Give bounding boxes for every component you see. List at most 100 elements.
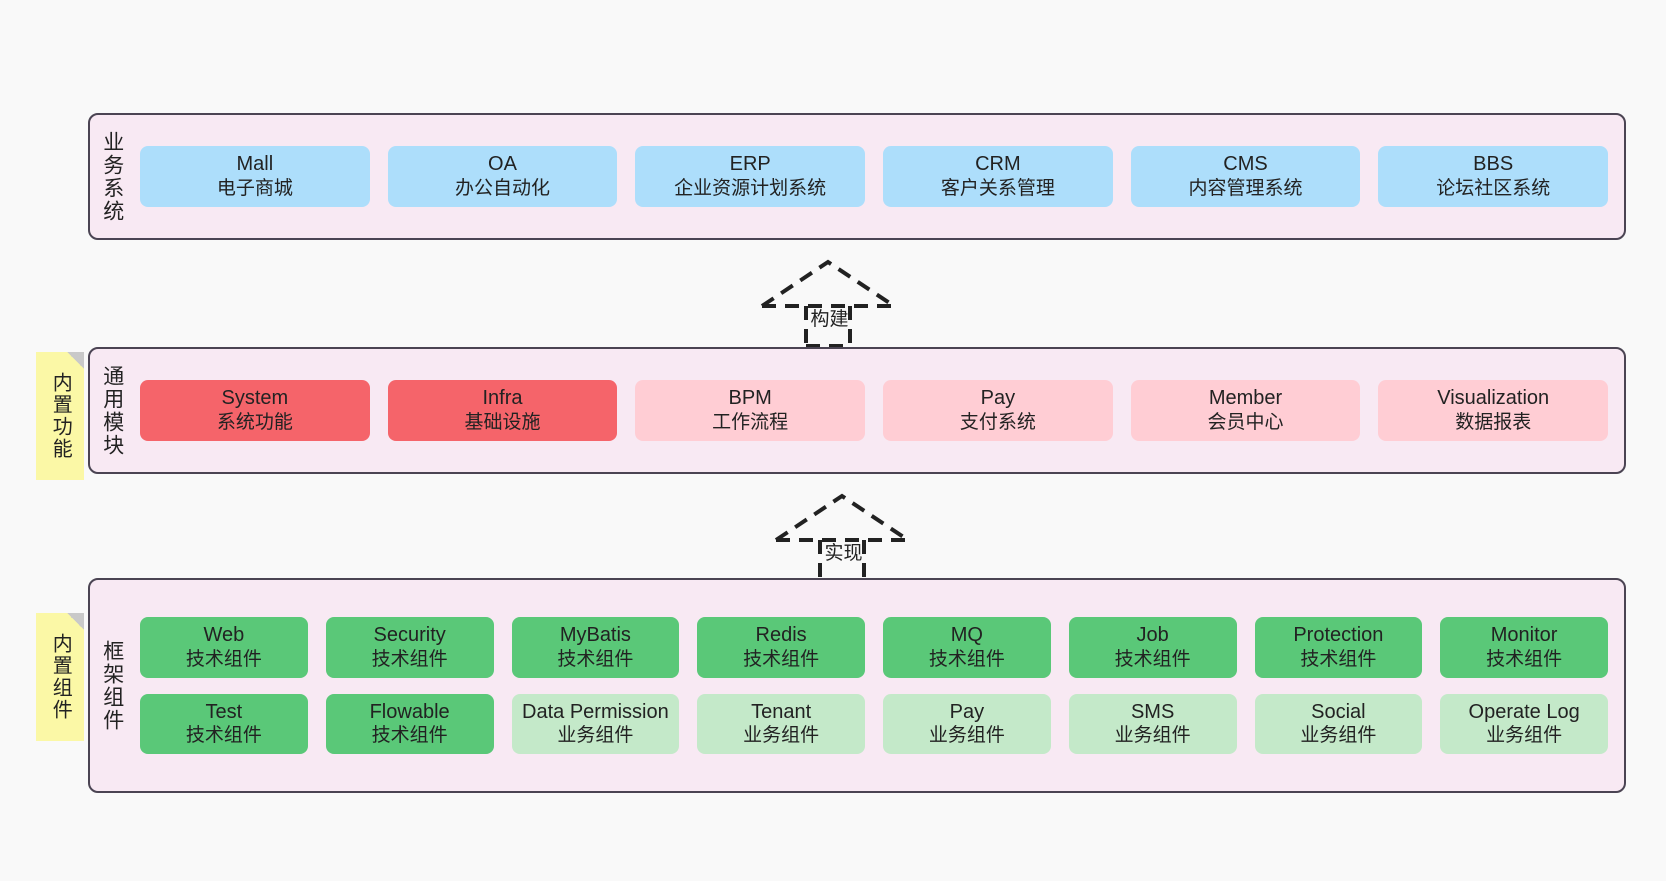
- layer-body-framework-components: Web 技术组件 Security 技术组件 MyBatis 技术组件 Redi…: [134, 580, 1624, 791]
- node-mq[interactable]: MQ 技术组件: [883, 617, 1051, 678]
- node-data-permission[interactable]: Data Permission 业务组件: [511, 693, 680, 754]
- node-title: Test: [205, 700, 243, 723]
- node-subtitle: 业务组件: [1300, 725, 1377, 747]
- node-subtitle: 业务组件: [928, 725, 1005, 747]
- node-subtitle: 技术组件: [185, 725, 262, 747]
- node-cms[interactable]: CMS 内容管理系统: [1130, 146, 1361, 207]
- node-title: MQ: [950, 624, 983, 647]
- node-title: Pay: [949, 700, 985, 723]
- layer-row: Test 技术组件 Flowable 技术组件 Data Permission …: [140, 693, 1608, 754]
- node-security[interactable]: Security 技术组件: [325, 617, 494, 678]
- node-subtitle: 业务组件: [1114, 725, 1191, 747]
- connector-build: 构建: [758, 258, 898, 348]
- node-test[interactable]: Test 技术组件: [140, 693, 308, 754]
- node-pay-component[interactable]: Pay 业务组件: [883, 693, 1051, 754]
- node-subtitle: 工作流程: [712, 412, 789, 434]
- node-erp[interactable]: ERP 企业资源计划系统: [635, 146, 866, 207]
- node-subtitle: 业务组件: [557, 725, 634, 747]
- node-subtitle: 论坛社区系统: [1436, 178, 1551, 200]
- connector-label-implement: 实现: [824, 543, 863, 564]
- note-label: 内置组件: [49, 633, 72, 721]
- node-job[interactable]: Job 技术组件: [1068, 617, 1237, 678]
- layer-row: Web 技术组件 Security 技术组件 MyBatis 技术组件 Redi…: [140, 617, 1608, 678]
- node-web[interactable]: Web 技术组件: [140, 617, 308, 678]
- node-operate-log[interactable]: Operate Log 业务组件: [1440, 693, 1608, 754]
- layer-business-systems[interactable]: 业务系统 Mall 电子商城 OA 办公自动化 ERP 企业资源计划系统 CRM…: [88, 113, 1626, 240]
- node-title: Tenant: [751, 700, 812, 723]
- node-title: Visualization: [1437, 387, 1550, 410]
- node-oa[interactable]: OA 办公自动化: [387, 146, 618, 207]
- node-system[interactable]: System 系统功能: [140, 380, 370, 441]
- layer-title-business-systems: 业务系统: [100, 130, 124, 223]
- layer-title-common-modules: 通用模块: [100, 364, 124, 457]
- node-visualization[interactable]: Visualization 数据报表: [1378, 380, 1609, 441]
- node-redis[interactable]: Redis 技术组件: [697, 617, 865, 678]
- node-social[interactable]: Social 业务组件: [1254, 693, 1423, 754]
- node-subtitle: 技术组件: [1114, 648, 1191, 670]
- node-mybatis[interactable]: MyBatis 技术组件: [511, 617, 680, 678]
- node-title: CMS: [1223, 153, 1268, 176]
- node-title: OA: [488, 153, 517, 176]
- node-tenant[interactable]: Tenant 业务组件: [697, 693, 865, 754]
- layer-row: Mall 电子商城 OA 办公自动化 ERP 企业资源计划系统 CRM 客户关系…: [140, 146, 1609, 207]
- node-member[interactable]: Member 会员中心: [1130, 380, 1361, 441]
- layer-row: System 系统功能 Infra 基础设施 BPM 工作流程 Pay 支付系统…: [140, 380, 1609, 441]
- node-infra[interactable]: Infra 基础设施: [387, 380, 618, 441]
- node-bbs[interactable]: BBS 论坛社区系统: [1378, 146, 1609, 207]
- node-flowable[interactable]: Flowable 技术组件: [325, 693, 494, 754]
- note-label: 内置功能: [49, 372, 72, 460]
- node-title: Security: [373, 624, 446, 647]
- node-crm[interactable]: CRM 客户关系管理: [883, 146, 1113, 207]
- node-subtitle: 技术组件: [371, 725, 448, 747]
- node-title: SMS: [1130, 700, 1175, 723]
- node-title: Member: [1208, 387, 1283, 410]
- note-builtin-features[interactable]: 内置功能: [36, 352, 84, 480]
- node-title: ERP: [729, 153, 771, 176]
- node-title: System: [221, 387, 289, 410]
- node-mall[interactable]: Mall 电子商城: [140, 146, 370, 207]
- node-title: Web: [203, 624, 245, 647]
- connector-label-build: 构建: [810, 309, 849, 330]
- node-subtitle: 业务组件: [743, 725, 820, 747]
- node-subtitle: 电子商城: [216, 178, 293, 200]
- node-subtitle: 基础设施: [464, 412, 541, 434]
- node-pay-module[interactable]: Pay 支付系统: [883, 380, 1113, 441]
- layer-common-modules[interactable]: 通用模块 System 系统功能 Infra 基础设施 BPM 工作流程 Pay…: [88, 347, 1626, 474]
- node-title: Social: [1311, 700, 1366, 723]
- node-subtitle: 数据报表: [1455, 412, 1532, 434]
- node-title: Monitor: [1490, 624, 1558, 647]
- node-subtitle: 技术组件: [1486, 648, 1563, 670]
- node-subtitle: 技术组件: [743, 648, 820, 670]
- node-subtitle: 技术组件: [1300, 648, 1377, 670]
- node-subtitle: 会员中心: [1207, 412, 1284, 434]
- node-subtitle: 企业资源计划系统: [674, 178, 827, 200]
- node-subtitle: 业务组件: [1486, 725, 1563, 747]
- layer-title-framework-components: 框架组件: [100, 639, 124, 732]
- node-subtitle: 技术组件: [557, 648, 634, 670]
- layer-body-common-modules: System 系统功能 Infra 基础设施 BPM 工作流程 Pay 支付系统…: [134, 349, 1624, 472]
- node-title: Operate Log: [1468, 700, 1580, 723]
- node-subtitle: 技术组件: [185, 648, 262, 670]
- node-bpm[interactable]: BPM 工作流程: [635, 380, 866, 441]
- layer-framework-components[interactable]: 框架组件 Web 技术组件 Security 技术组件 MyBatis 技术组件…: [88, 578, 1626, 793]
- connector-implement: 实现: [772, 492, 912, 582]
- node-title: Infra: [482, 387, 523, 410]
- node-subtitle: 内容管理系统: [1188, 178, 1303, 200]
- node-title: Data Permission: [522, 700, 669, 723]
- node-sms[interactable]: SMS 业务组件: [1068, 693, 1237, 754]
- layer-body-business-systems: Mall 电子商城 OA 办公自动化 ERP 企业资源计划系统 CRM 客户关系…: [134, 115, 1624, 238]
- node-title: Pay: [980, 387, 1016, 410]
- note-builtin-components[interactable]: 内置组件: [36, 613, 84, 741]
- node-title: BBS: [1473, 153, 1514, 176]
- node-title: BPM: [728, 387, 772, 410]
- node-monitor[interactable]: Monitor 技术组件: [1440, 617, 1608, 678]
- node-title: MyBatis: [559, 624, 631, 647]
- node-subtitle: 客户关系管理: [940, 178, 1055, 200]
- node-title: CRM: [975, 153, 1021, 176]
- node-protection[interactable]: Protection 技术组件: [1254, 617, 1423, 678]
- node-title: Job: [1136, 624, 1169, 647]
- node-subtitle: 技术组件: [928, 648, 1005, 670]
- node-subtitle: 办公自动化: [455, 178, 551, 200]
- node-title: Redis: [755, 624, 807, 647]
- node-subtitle: 系统功能: [216, 412, 293, 434]
